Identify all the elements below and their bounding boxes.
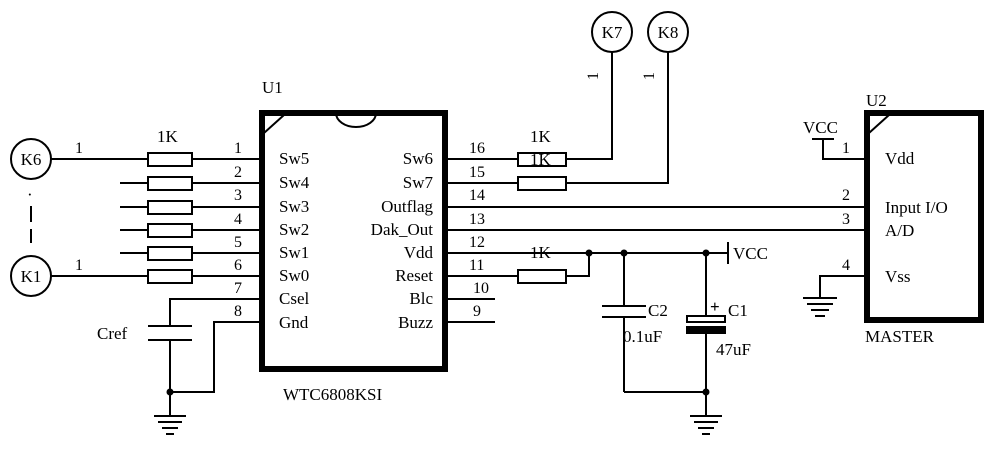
- key-k7-pin: 1: [585, 72, 602, 80]
- u1-pin-number: 1: [234, 140, 242, 157]
- u1-pin-name: Sw3: [279, 197, 309, 216]
- ellipsis-dot: ·: [27, 185, 33, 204]
- u1-pin-number: 8: [234, 303, 242, 320]
- u1-pin-number: 14: [469, 187, 485, 204]
- resistor-sw2: [147, 223, 193, 238]
- u1-pin-number: 10: [473, 280, 489, 297]
- u1-pin-name: Dak_Out: [371, 220, 434, 239]
- key-k6-pin: 1: [75, 140, 83, 157]
- u1-pin-number: 11: [469, 257, 484, 274]
- u1-pin-number: 13: [469, 211, 485, 228]
- u1-pin-name: Gnd: [279, 313, 309, 332]
- u2-ref-label: U2: [866, 91, 887, 110]
- u1-part-label: WTC6808KSI: [283, 385, 383, 404]
- ground-symbol: [154, 415, 186, 435]
- u1-chip: U1 WTC6808KSI Sw5 Sw4 Sw3 Sw2 Sw1 Sw0 Cs…: [234, 78, 489, 404]
- u2-pin-number: 3: [842, 211, 850, 228]
- key-k1-label: K1: [21, 267, 42, 286]
- u2-pin-name: A/D: [885, 221, 914, 240]
- u1-pin-name: Sw0: [279, 266, 309, 285]
- u2-part-label: MASTER: [865, 327, 935, 346]
- power-network: VCC 1K C2 0.1uF + C1 47uF: [445, 242, 768, 435]
- key-k8-pin: 1: [641, 72, 658, 80]
- resistor-sw3: [147, 200, 193, 215]
- c1-value: 47uF: [716, 340, 751, 359]
- key-k8: [647, 11, 689, 53]
- cref-label: Cref: [97, 324, 128, 343]
- u2-pin-number: 1: [842, 140, 850, 157]
- u1-pin-name: Blc: [409, 289, 433, 308]
- right-key-inputs: 1K 1K K7 1 K8 1: [445, 11, 689, 191]
- u1-pin-name: Sw2: [279, 220, 309, 239]
- key-k7: [591, 11, 633, 53]
- vcc-label-right: VCC: [733, 244, 768, 263]
- u2-pin-name: Vdd: [885, 149, 915, 168]
- u2-pin-name: Input I/O: [885, 198, 948, 217]
- resistor-sw0: [147, 269, 193, 284]
- u1-pin-name: Sw7: [403, 173, 434, 192]
- u1-pin-name: Sw4: [279, 173, 310, 192]
- resistor-label-sw6: 1K: [530, 127, 552, 146]
- resistor-label-left: 1K: [157, 127, 179, 146]
- key-k1-pin: 1: [75, 257, 83, 274]
- u1-pin-number: 9: [473, 303, 481, 320]
- u1-ref-label: U1: [262, 78, 283, 97]
- u1-pin-name: Csel: [279, 289, 310, 308]
- resistor-sw1: [147, 246, 193, 261]
- signal-buses: [445, 206, 867, 323]
- u1-pin-name: Sw5: [279, 149, 309, 168]
- u1-notch: [335, 112, 377, 128]
- u1-pin-name: Sw1: [279, 243, 309, 262]
- u2-pin-number: 2: [842, 187, 850, 204]
- u2-pin-name: Vss: [885, 267, 911, 286]
- cref-network: Cref: [97, 298, 262, 435]
- ground-symbol: [690, 415, 722, 435]
- u1-pin-number: 2: [234, 164, 242, 181]
- u1-pin-number: 7: [234, 280, 242, 297]
- u1-pin-name: Buzz: [398, 313, 433, 332]
- c1-plate-positive: [686, 315, 726, 323]
- u1-pin-name: Reset: [395, 266, 433, 285]
- u1-pin-number: 6: [234, 257, 242, 274]
- resistor-label-sw7: 1K: [530, 150, 552, 169]
- u2-chip: U2 MASTER Vdd Input I/O A/D Vss 1 2 3 4 …: [803, 91, 984, 346]
- key-k7-label: K7: [602, 23, 623, 42]
- resistor-sw4: [147, 176, 193, 191]
- u1-pin-number: 4: [234, 211, 242, 228]
- left-key-inputs: K6 1 K1 1 · 1K: [10, 127, 262, 297]
- u2-corner-mark: [868, 114, 890, 134]
- u1-pin-number: 16: [469, 140, 485, 157]
- key-k8-label: K8: [658, 23, 679, 42]
- u2-pin-number: 4: [842, 257, 850, 274]
- c1-polarity: +: [710, 297, 720, 316]
- u1-pin-number: 3: [234, 187, 242, 204]
- c2-name: C2: [648, 301, 668, 320]
- u1-pin-name: Outflag: [381, 197, 433, 216]
- resistor-sw5: [147, 152, 193, 167]
- c2-value: 0.1uF: [623, 327, 662, 346]
- u1-pin-name: Vdd: [404, 243, 434, 262]
- resistor-reset: [517, 269, 567, 284]
- u1-pin-number: 5: [234, 234, 242, 251]
- c1-plate-negative: [686, 326, 726, 334]
- u1-pin-number: 15: [469, 164, 485, 181]
- u1-pin-name: Sw6: [403, 149, 433, 168]
- resistor-label-reset: 1K: [530, 243, 552, 262]
- resistor-sw7: [517, 176, 567, 191]
- vcc-label-u2: VCC: [803, 118, 838, 137]
- u1-corner-mark: [263, 114, 285, 134]
- junction-dot: [585, 249, 593, 257]
- key-k6-label: K6: [21, 150, 42, 169]
- ground-symbol: [803, 297, 837, 317]
- u1-pin-number: 12: [469, 234, 485, 251]
- c1-name: C1: [728, 301, 748, 320]
